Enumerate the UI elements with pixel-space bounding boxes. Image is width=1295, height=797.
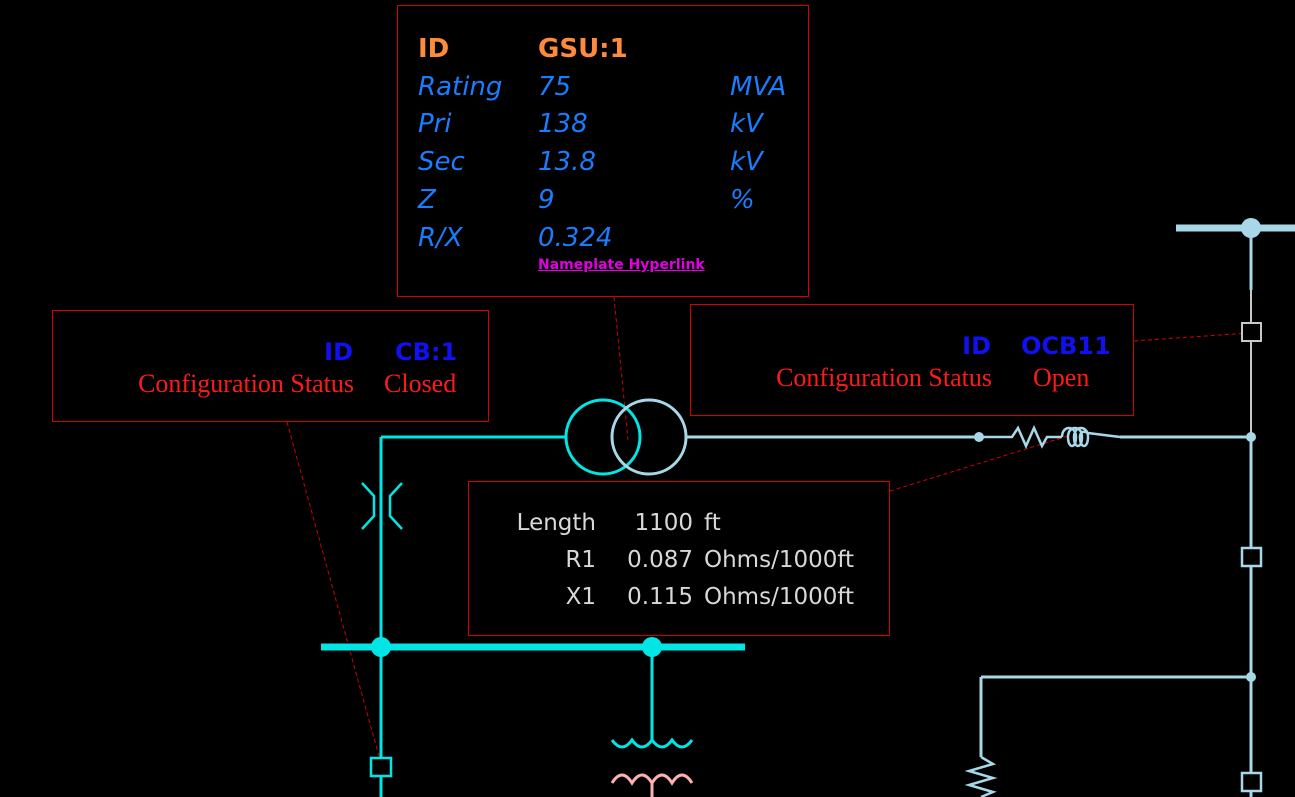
gsu-id-label: ID [418, 34, 450, 64]
gsu-param-value: 9 [538, 185, 555, 215]
cable-param-unit: ft [704, 510, 721, 536]
cable-param-label: X1 [565, 584, 596, 610]
gsu-param-value: 75 [538, 72, 572, 102]
hv-junction-node [1246, 432, 1256, 442]
ocb11-info-box: ID OCB11 Configuration Status Open [690, 304, 1134, 416]
nameplate-hyperlink[interactable]: Nameplate Hyperlink [538, 257, 705, 273]
cb1-breaker-icon[interactable] [369, 756, 393, 778]
cb1-status-label: Configuration Status [138, 369, 354, 398]
cable-param-value: 0.087 [627, 547, 693, 573]
cb1-info-box: ID CB:1 Configuration Status Closed [52, 310, 489, 422]
bus-node-left [371, 637, 391, 657]
reactor-icon[interactable] [361, 482, 403, 530]
gsu-param-label: Pri [418, 109, 452, 139]
gsu-param-label: Sec [418, 147, 465, 177]
gsu-param-unit: % [730, 185, 755, 215]
cable-leader-line [889, 435, 1069, 492]
gsu-param-value: 0.324 [538, 223, 613, 253]
ocb11-status-value: Open [1033, 363, 1090, 392]
cable-impedance-resistor-icon[interactable] [979, 424, 1062, 450]
ocb11-breaker-icon[interactable] [1241, 322, 1262, 342]
gsu-param-unit: MVA [730, 72, 787, 102]
cable-impedance-inductor-icon[interactable] [1060, 426, 1121, 448]
ocb11-id-value: OCB11 [1021, 332, 1111, 360]
gsu-param-value: 13.8 [538, 147, 596, 177]
cb1-status-value: Closed [384, 369, 457, 398]
grounding-resistor-icon[interactable] [964, 755, 998, 797]
gsu-param-unit: kV [730, 109, 763, 139]
ocb11-leader-line [1133, 332, 1249, 342]
cable-param-label: R1 [565, 547, 596, 573]
breaker-icon-mid[interactable] [1240, 546, 1263, 568]
gsu-param-value: 138 [538, 109, 588, 139]
ocb11-status-label: Configuration Status [776, 363, 992, 392]
ocb11-id-label: ID [962, 332, 991, 360]
gsu-param-label: R/X [418, 223, 463, 253]
cb1-id-value: CB:1 [395, 338, 458, 366]
cable-param-label: Length [516, 510, 596, 536]
cable-param-value: 1100 [634, 510, 693, 536]
gsu-id-value: GSU:1 [538, 34, 628, 64]
cable-x1-row: X1 0.115 Ohms/1000ft [469, 584, 889, 614]
aux-transformer-primary-winding [610, 737, 694, 749]
cb1-id-label: ID [324, 338, 353, 366]
gsu-param-unit: kV [730, 147, 763, 177]
breaker-icon-bottom[interactable] [1240, 771, 1263, 793]
cable-r1-row: R1 0.087 Ohms/1000ft [469, 547, 889, 577]
gsu-info-box: ID GSU:1 Rating 75 MVA Pri 138 kV Sec 13… [397, 5, 809, 297]
gsu-leader-line [613, 296, 629, 441]
cable-length-row: Length 1100 ft [469, 510, 889, 540]
cb1-leader-line [286, 421, 381, 761]
cable-param-unit: Ohms/1000ft [704, 547, 855, 573]
cable-info-box: Length 1100 ft R1 0.087 Ohms/1000ft X1 0… [468, 481, 890, 636]
cable-param-value: 0.115 [627, 584, 693, 610]
gsu-param-label: Z [418, 185, 436, 215]
cable-param-unit: Ohms/1000ft [704, 584, 855, 610]
gsu-primary-winding[interactable] [564, 398, 642, 476]
aux-transformer-secondary-winding [610, 773, 694, 786]
gsu-secondary-winding[interactable] [610, 398, 688, 476]
gsu-param-label: Rating [418, 72, 503, 102]
